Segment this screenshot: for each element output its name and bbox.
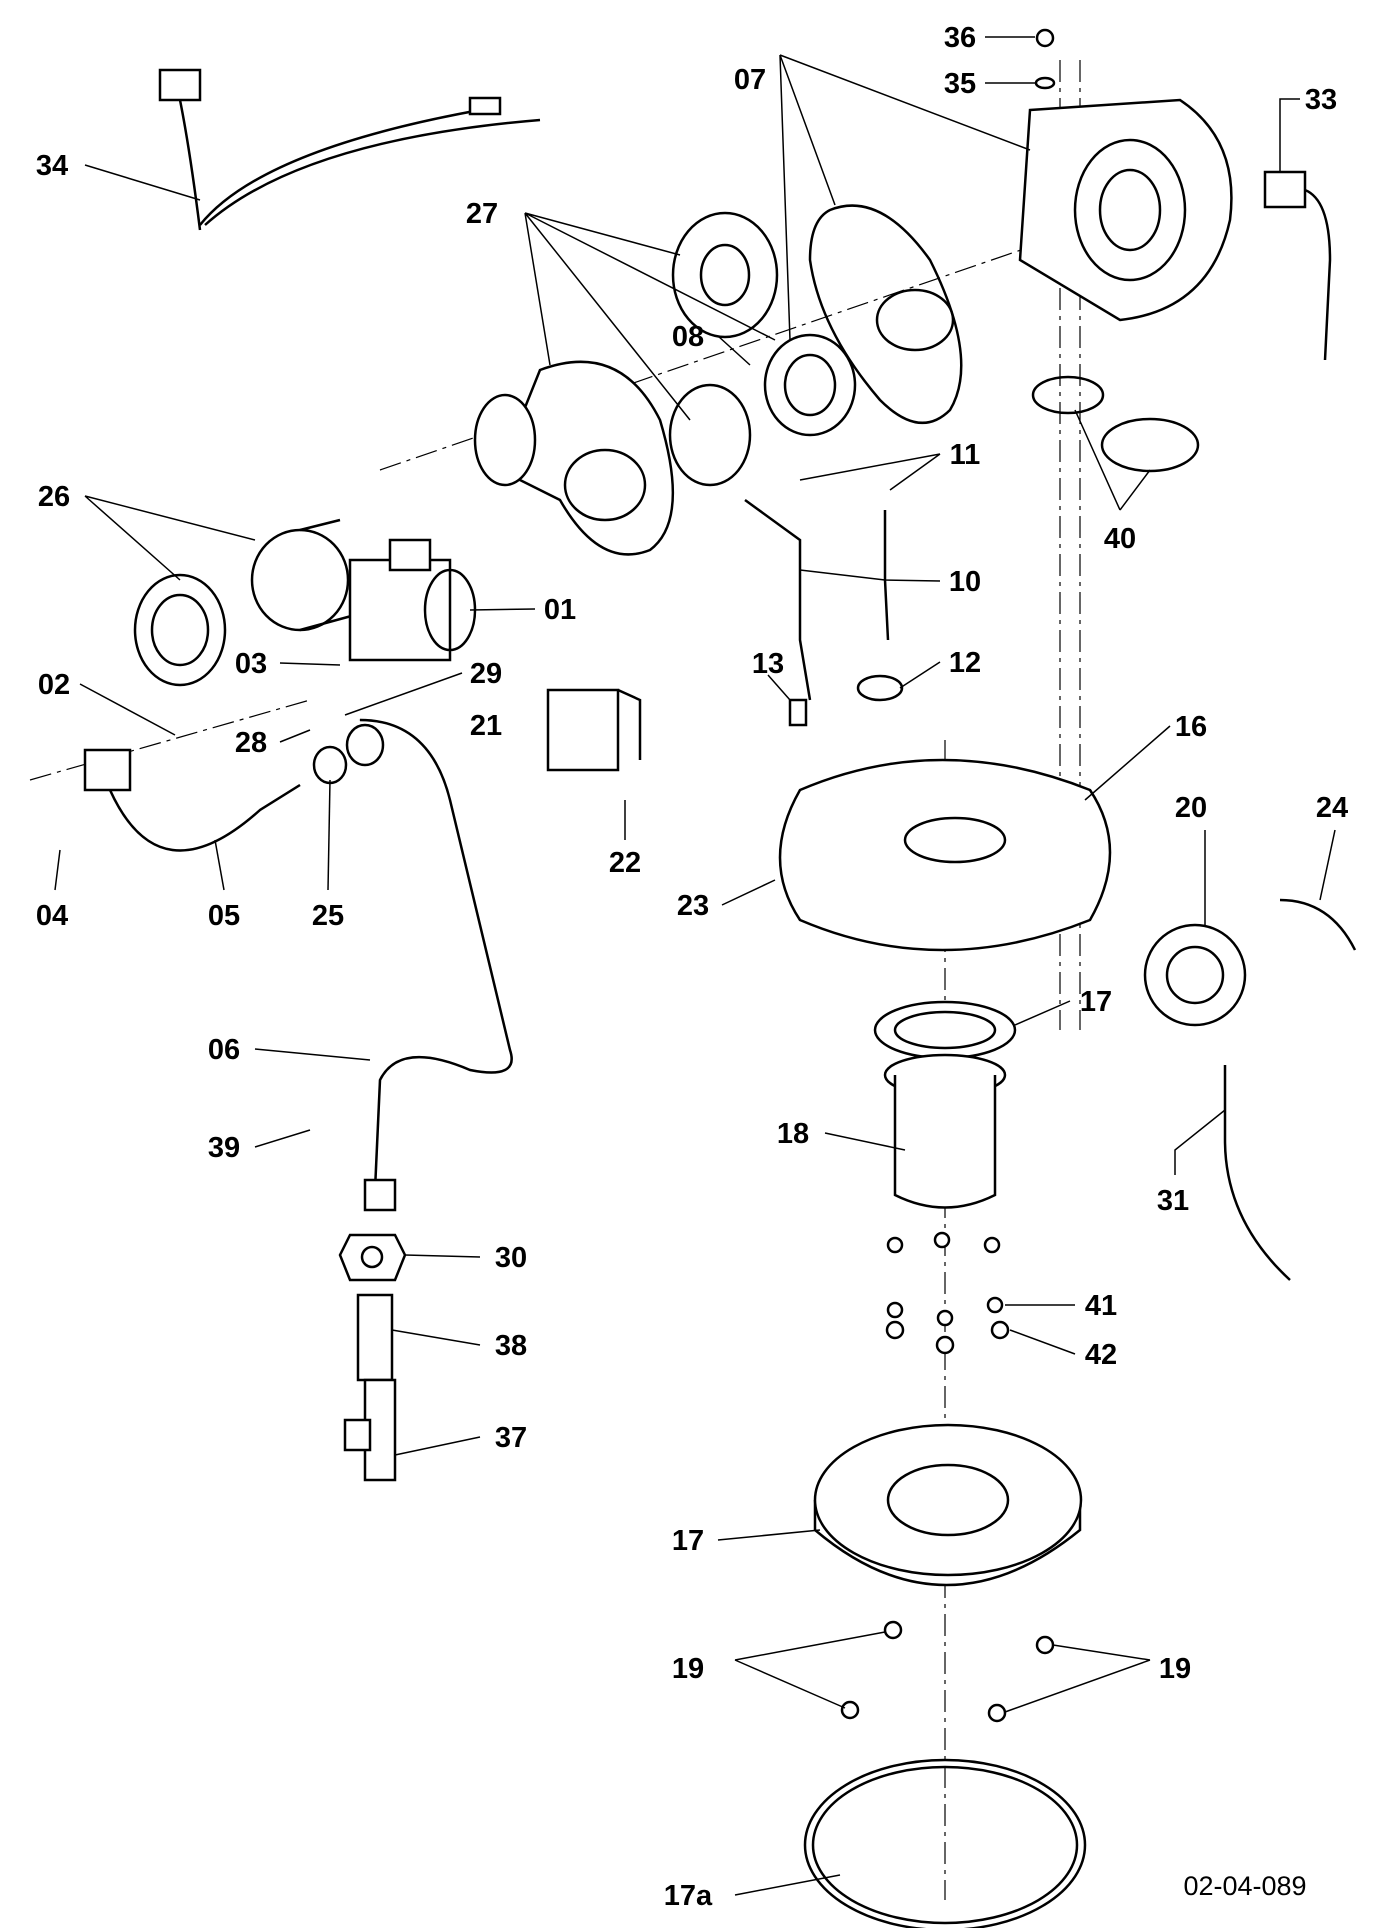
- callout-06: 06: [208, 1034, 240, 1066]
- fan-housing: [1018, 98, 1233, 322]
- pressure-switch-20: [1143, 923, 1247, 1027]
- insulation-disc-17: [813, 1423, 1083, 1587]
- ring-08: [763, 333, 857, 437]
- callout-07: 07: [734, 64, 766, 96]
- plate-27: [671, 211, 779, 339]
- callout-18: 18: [777, 1118, 809, 1150]
- callout-17-lower: 17: [672, 1525, 704, 1557]
- bracket-24: [1279, 898, 1357, 951]
- callout-21: 21: [470, 710, 502, 742]
- gasket-07: [808, 204, 963, 425]
- callout-19-left: 19: [672, 1653, 704, 1685]
- tube-31: [1223, 1065, 1291, 1281]
- callout-26: 26: [38, 481, 70, 513]
- callout-02: 02: [38, 669, 70, 701]
- callout-42: 42: [1085, 1339, 1117, 1371]
- burner-tube-27: [473, 360, 675, 556]
- callout-labels: 36 35 07 33 34 27 08 26 11 40 10 01 03 2…: [36, 22, 1348, 1912]
- drawing-reference: 02-04-089: [1183, 1871, 1306, 1901]
- adapter-38: [356, 1293, 394, 1382]
- callout-28: 28: [235, 727, 267, 759]
- callout-35: 35: [944, 68, 976, 100]
- callout-05: 05: [208, 900, 240, 932]
- callout-36: 36: [944, 22, 976, 54]
- callout-19-right: 19: [1159, 1653, 1191, 1685]
- callout-27: 27: [466, 198, 498, 230]
- callout-04: 04: [36, 900, 68, 932]
- wiring-harness-34: [158, 68, 541, 231]
- nuts-washers-41-42: [885, 1231, 1010, 1355]
- electrodes-10: [744, 498, 904, 727]
- callout-01: 01: [544, 594, 576, 626]
- gasket-17-upper: [873, 1000, 1017, 1060]
- callout-24: 24: [1316, 792, 1348, 824]
- gasket-30: [338, 1233, 407, 1282]
- gas-cock-37: [343, 1378, 397, 1482]
- callout-30: 30: [495, 1242, 527, 1274]
- callout-17a: 17a: [664, 1880, 713, 1912]
- gaskets-40: [1031, 375, 1200, 473]
- callout-37: 37: [495, 1422, 527, 1454]
- disc-27: [668, 383, 752, 487]
- callout-08: 08: [672, 321, 704, 353]
- assembly-axes: [29, 60, 1081, 1900]
- callout-10: 10: [949, 566, 981, 598]
- callout-29: 29: [470, 658, 502, 690]
- callout-39: 39: [208, 1132, 240, 1164]
- callout-23: 23: [677, 890, 709, 922]
- callout-40: 40: [1104, 523, 1136, 555]
- flame-tube-18: [883, 1053, 1007, 1209]
- callout-33: 33: [1305, 84, 1337, 116]
- gas-pipe-06: [358, 718, 513, 1212]
- burner-26: [133, 518, 356, 687]
- burner-plate-16: [778, 758, 1112, 952]
- gas-valve-01: [348, 538, 477, 662]
- leader-lines: [54, 36, 1336, 1896]
- fittings-25-29: [312, 723, 385, 785]
- nuts-19: [840, 1620, 1055, 1723]
- callout-25: 25: [312, 900, 344, 932]
- callout-41: 41: [1085, 1290, 1117, 1322]
- connector-33: [1263, 170, 1332, 361]
- callout-16: 16: [1175, 711, 1207, 743]
- callout-31: 31: [1157, 1185, 1189, 1217]
- callout-20: 20: [1175, 792, 1207, 824]
- callout-11: 11: [950, 439, 981, 471]
- seal-ring-17a: [803, 1758, 1087, 1928]
- callout-12: 12: [949, 647, 981, 679]
- callout-13: 13: [752, 648, 784, 680]
- callout-34: 34: [36, 150, 68, 182]
- callout-22: 22: [609, 847, 641, 879]
- callout-03: 03: [235, 648, 267, 680]
- flex-hose-05: [83, 748, 301, 852]
- nut-washer: [1034, 28, 1056, 90]
- ignition-transformer-21: [546, 688, 642, 772]
- callout-38: 38: [495, 1330, 527, 1362]
- callout-17-upper: 17: [1080, 986, 1112, 1018]
